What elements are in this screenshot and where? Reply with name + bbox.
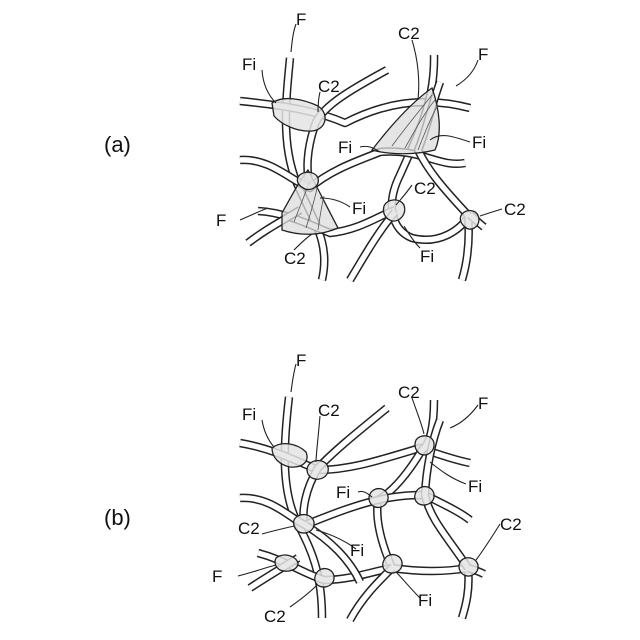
label-a-C2-upper-right: C2: [398, 24, 420, 43]
panel-a-fibers: [240, 55, 484, 280]
label-b-F-left: F: [212, 567, 222, 586]
panel-b-fibers: [240, 397, 484, 620]
label-a-Fi-center: Fi: [338, 138, 352, 157]
label-a-Fi-mid: Fi: [352, 199, 366, 218]
panel-b-label: (b): [104, 505, 131, 530]
label-b-Fi-center: Fi: [336, 483, 350, 502]
label-a-Fi-upper-left: Fi: [242, 55, 256, 74]
label-a-F-upper-right: F: [478, 45, 488, 64]
label-a-C2-bottom: C2: [284, 249, 306, 268]
label-b-Fi-upper-left: Fi: [242, 405, 256, 424]
panel-b: (b): [104, 351, 522, 626]
label-a-C2-upper-left: C2: [318, 77, 340, 96]
label-a-C2-mid: C2: [414, 179, 436, 198]
label-b-Fi-mid: Fi: [350, 541, 364, 560]
label-b-F-upper-right: F: [478, 394, 488, 413]
label-a-Fi-bottom: Fi: [420, 247, 434, 266]
label-a-C2-right: C2: [504, 200, 526, 219]
label-b-C2-bottom: C2: [264, 607, 286, 626]
label-b-C2-upper-left: C2: [318, 401, 340, 420]
label-b-Fi-bottom: Fi: [418, 591, 432, 610]
label-b-C2-left: C2: [238, 519, 260, 538]
label-b-C2-right: C2: [500, 515, 522, 534]
label-b-F-top: F: [296, 351, 306, 370]
label-a-F-top: F: [296, 10, 306, 29]
label-b-Fi-right: Fi: [468, 477, 482, 496]
panel-a-label: (a): [104, 132, 131, 157]
label-a-F-left: F: [216, 211, 226, 230]
label-a-Fi-right: Fi: [472, 133, 486, 152]
label-b-C2-upper-right: C2: [398, 383, 420, 402]
panel-a: (a): [104, 10, 526, 280]
